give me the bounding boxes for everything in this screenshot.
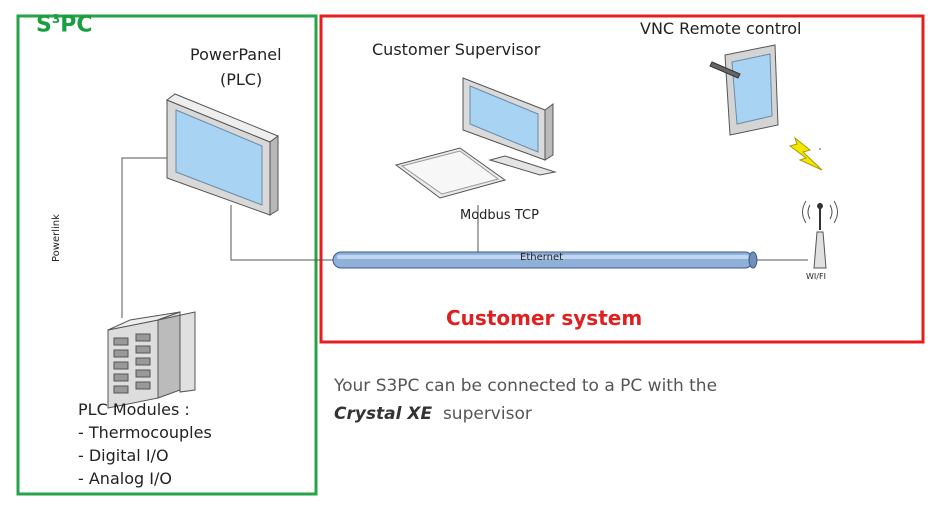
connection-lines — [121, 148, 821, 318]
wifi-antenna-icon — [802, 200, 838, 269]
customer-system-box — [319, 14, 925, 344]
lightning-icon — [788, 136, 823, 171]
plc-modules-list: PLC Modules : - Thermocouples - Digital … — [78, 398, 212, 490]
s3pc-title: S3PC — [36, 12, 93, 38]
s3pc-box — [16, 14, 318, 496]
supervisor-note: Your S3PC can be connected to a PC with … — [334, 372, 717, 428]
plc-module-item: - Digital I/O — [78, 446, 169, 465]
note-line-1: Your S3PC can be connected to a PC with … — [334, 376, 718, 396]
modbus-label: Modbus TCP — [460, 208, 539, 223]
plc-modules-title: PLC Modules : — [78, 400, 190, 419]
customer-supervisor-label: Customer Supervisor — [372, 40, 541, 59]
powerpanel-sublabel: (PLC) — [220, 70, 263, 89]
wifi-label: WI/FI — [806, 272, 826, 281]
product-name: Crystal XE — [334, 404, 433, 424]
plc-module-item: - Thermocouples — [78, 423, 212, 442]
desktop-computer-icon — [394, 77, 557, 199]
vnc-remote-label: VNC Remote control — [640, 19, 802, 38]
tablet-icon — [709, 44, 779, 136]
ethernet-cable — [332, 251, 758, 269]
powerlink-label: Powerlink — [51, 214, 62, 262]
note-line-2: Crystal XE supervisor — [334, 404, 532, 424]
powerpanel-label: PowerPanel — [190, 45, 282, 64]
server-rack-icon — [107, 311, 196, 409]
plc-module-item: - Analog I/O — [78, 469, 172, 488]
ethernet-label: Ethernet — [520, 252, 564, 263]
panel-pc-icon — [165, 93, 280, 216]
customer-system-label: Customer system — [446, 306, 643, 330]
